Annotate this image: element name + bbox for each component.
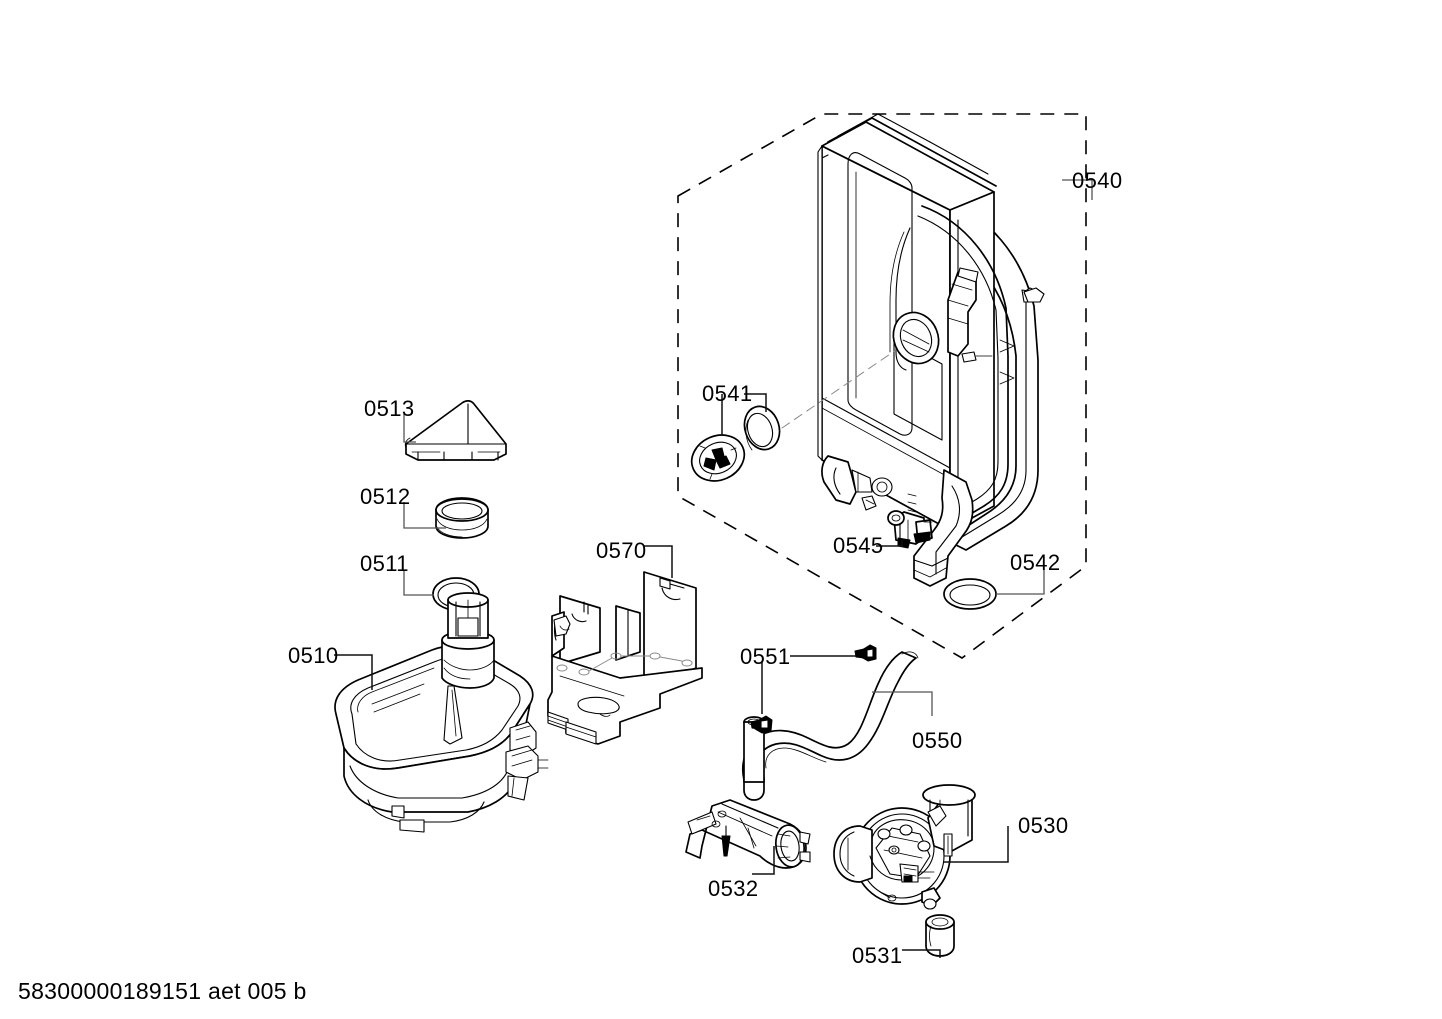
callout-label-0541: 0541: [702, 381, 753, 406]
part-0540-heat-exchanger: [817, 113, 1093, 587]
callout-label-0550: 0550: [912, 728, 963, 753]
callout-label-0540: 0540: [1072, 168, 1123, 193]
part-0541-impeller: [690, 349, 897, 482]
callout-label-0532: 0532: [708, 876, 759, 901]
callout-label-0530: 0530: [1018, 813, 1069, 838]
callout-label-0551: 0551: [740, 644, 791, 669]
part-0545-level-sensor: [876, 510, 933, 549]
part-0542-o-ring: [943, 568, 1045, 610]
part-0531-nonreturn-valve: [902, 914, 955, 958]
callout-label-0542: 0542: [1010, 550, 1061, 575]
callout-label-0511: 0511: [360, 551, 409, 576]
part-0510-sump-housing: [334, 592, 549, 833]
part-0513-filter-cap: [403, 400, 507, 461]
part-0570-base-bracket: [547, 545, 703, 745]
callout-label-0513: 0513: [364, 396, 415, 421]
callout-label-0531: 0531: [852, 943, 903, 968]
callout-label-0545: 0545: [833, 533, 884, 558]
part-0551-hose-clamps: [750, 644, 877, 734]
part-0532-pump-inlet-duct: [685, 799, 811, 875]
callout-label-0512: 0512: [360, 484, 411, 509]
part-0530-drain-pump: [833, 784, 1009, 910]
part-0512-filter-ring: [403, 497, 489, 539]
document-footer-code: 58300000189151 aet 005 b: [18, 978, 307, 1004]
callout-label-0510: 0510: [288, 643, 339, 668]
callout-label-0570: 0570: [596, 538, 647, 563]
